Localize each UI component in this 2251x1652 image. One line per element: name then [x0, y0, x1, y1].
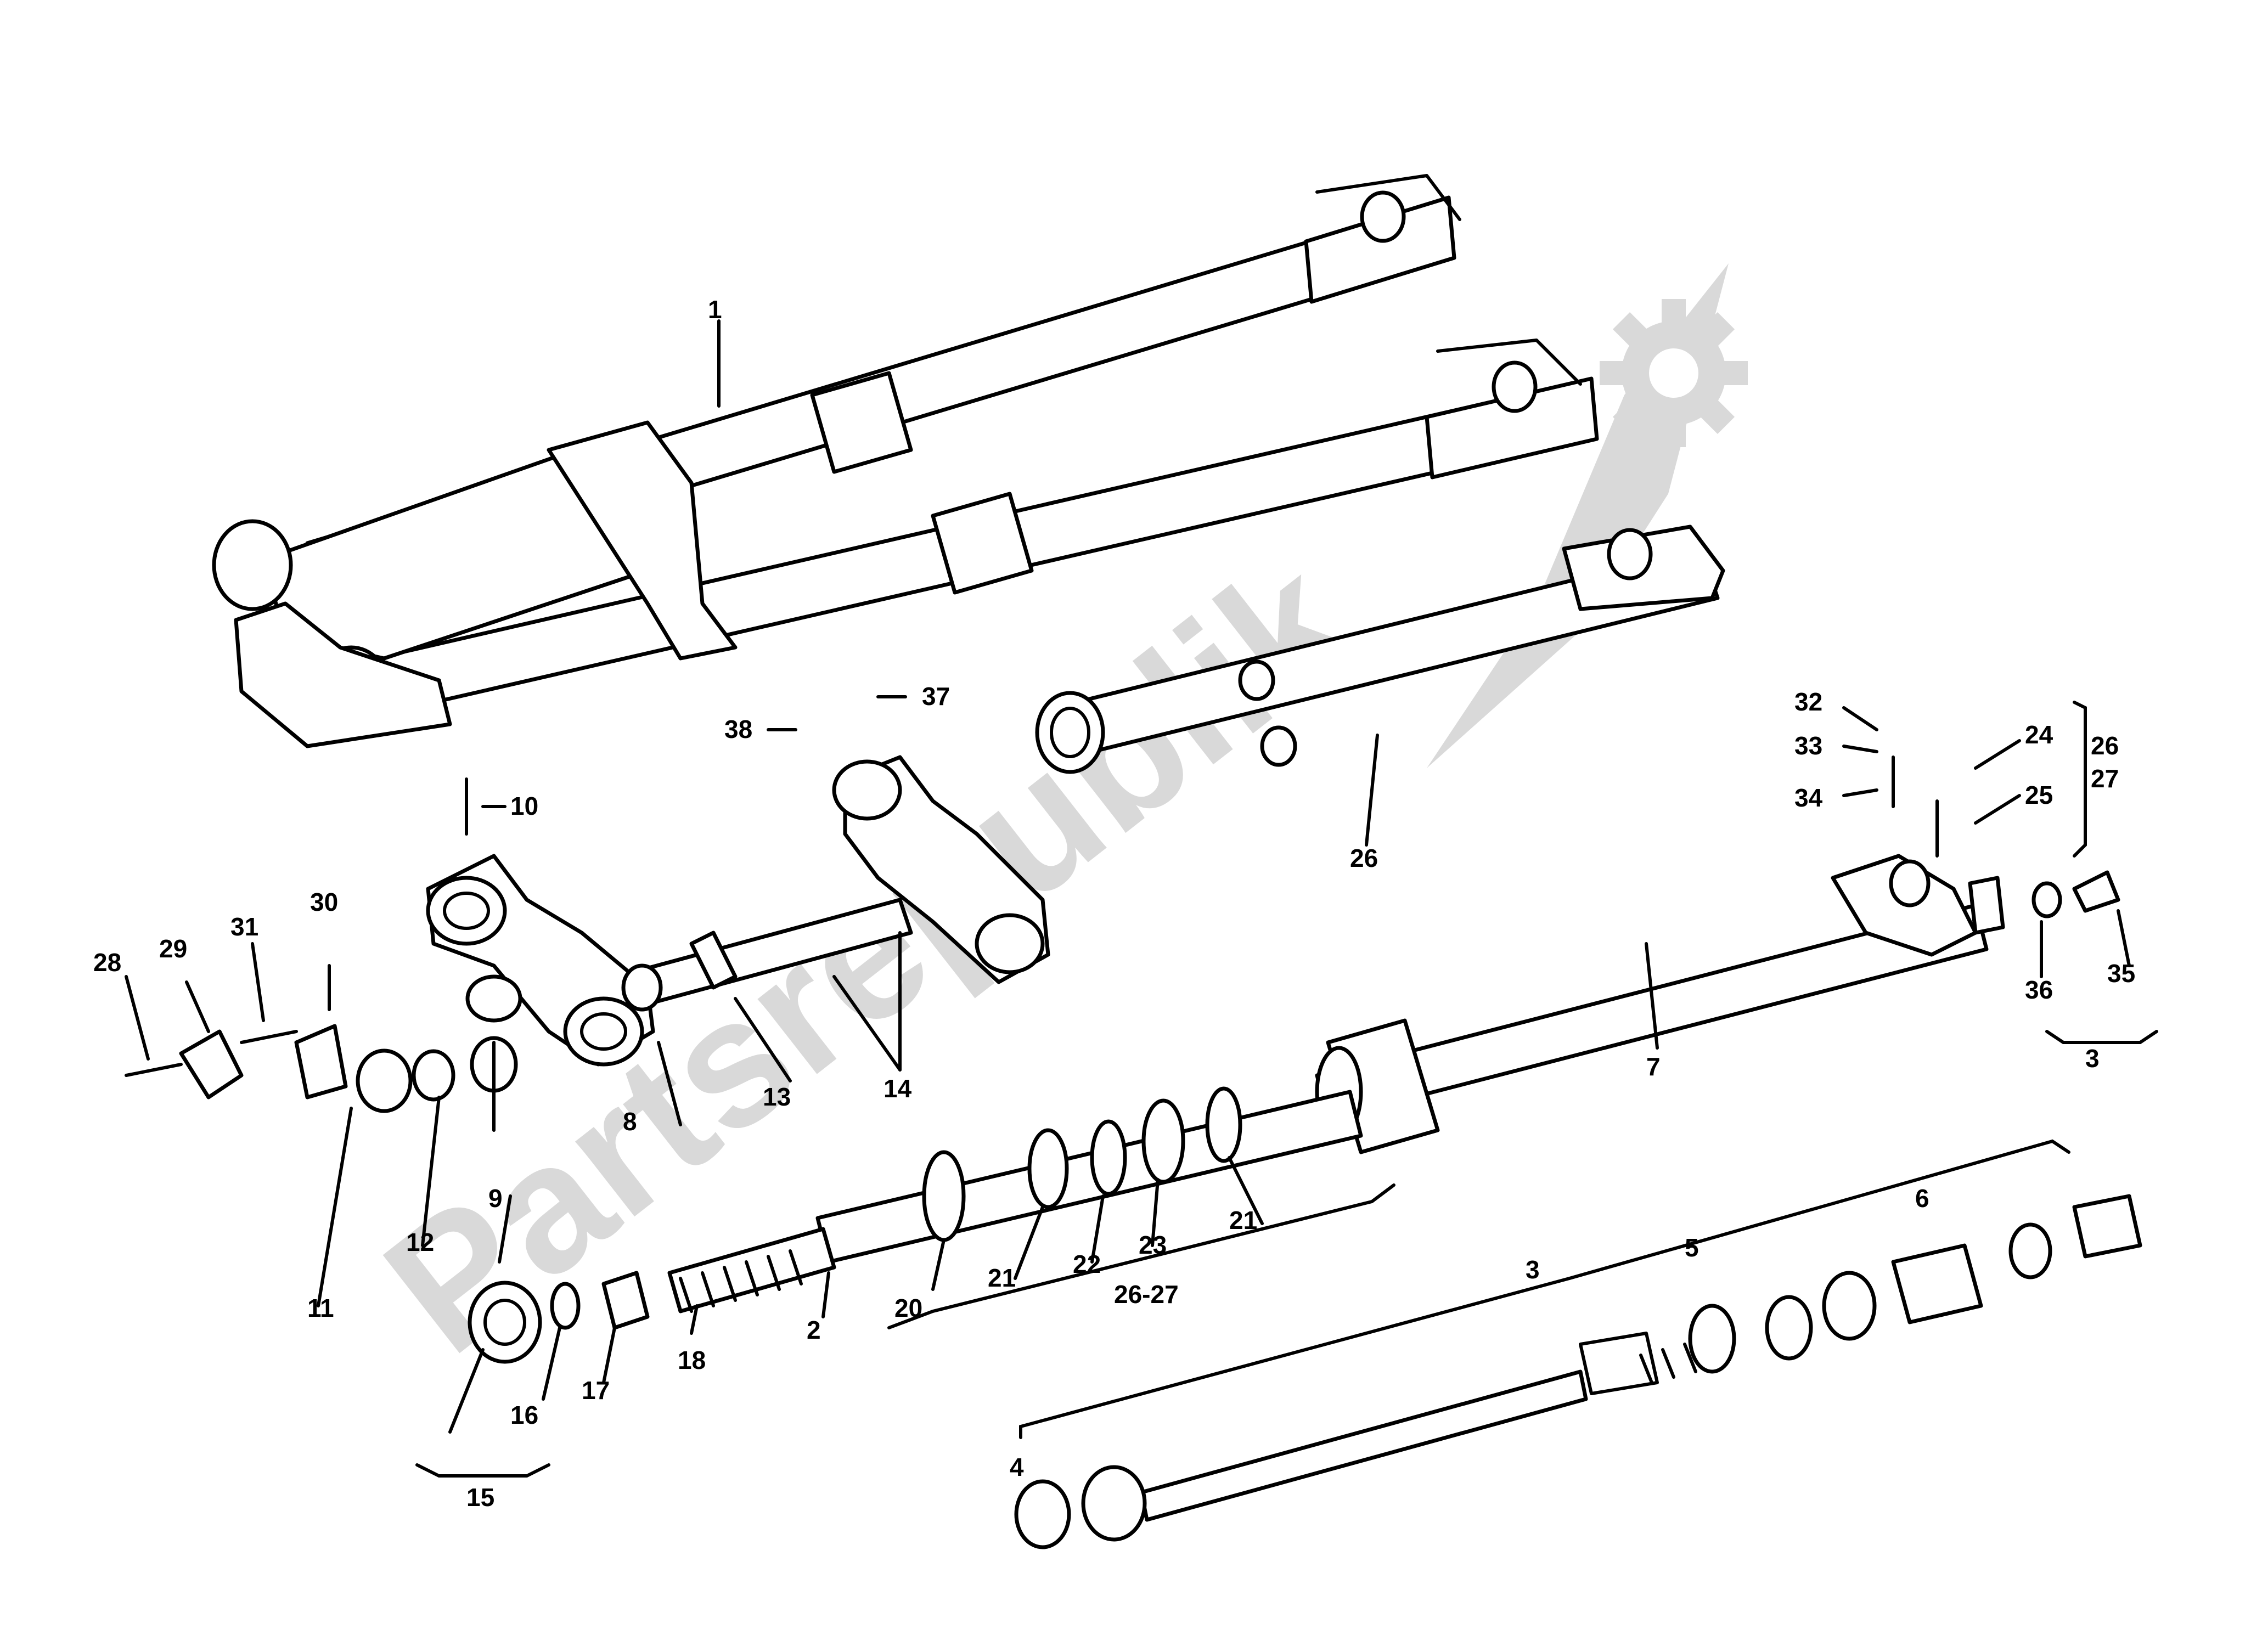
callout-30: 30 — [310, 888, 338, 916]
callout-26-27: 26-27 — [1114, 1280, 1179, 1309]
callout-16: 16 — [510, 1401, 538, 1429]
callout-29: 29 — [159, 934, 187, 963]
handlebar-clamp-drawing — [125, 777, 518, 1132]
callout-2: 2 — [807, 1316, 821, 1344]
callout-4: 4 — [1010, 1453, 1024, 1481]
upper-crown-drawing — [426, 854, 655, 1067]
callout-10: 10 — [510, 792, 538, 820]
callout-13: 13 — [763, 1082, 791, 1111]
callout-7: 7 — [1646, 1052, 1661, 1081]
callout-17: 17 — [582, 1376, 610, 1405]
callout-22: 22 — [1073, 1250, 1101, 1278]
callout-14: 14 — [883, 1074, 912, 1103]
damper-rod-drawing — [1014, 1194, 2142, 1549]
callout-20: 20 — [894, 1294, 922, 1322]
callout-21-left: 21 — [988, 1264, 1016, 1292]
callout-12: 12 — [406, 1228, 434, 1256]
callout-38: 38 — [724, 715, 752, 743]
fork-leg-drawing — [1315, 755, 2120, 1154]
leader-lines — [125, 319, 2158, 1478]
callout-36: 36 — [2025, 976, 2053, 1004]
callout-11: 11 — [307, 1294, 334, 1322]
callout-15: 15 — [466, 1483, 494, 1512]
callout-23: 23 — [1139, 1231, 1167, 1259]
callout-labels: 1 38 37 10 28 29 31 30 13 14 8 9 12 11 2… — [93, 295, 2135, 1512]
callout-8: 8 — [623, 1107, 637, 1136]
callout-35: 35 — [2107, 959, 2135, 988]
callout-32: 32 — [1794, 687, 1822, 716]
callout-9: 9 — [488, 1184, 503, 1213]
callout-26-top: 26 — [1350, 844, 1378, 872]
callout-28: 28 — [93, 948, 121, 977]
callout-26-right: 26 — [2091, 731, 2119, 760]
callout-24: 24 — [2025, 720, 2053, 749]
callout-34: 34 — [1794, 783, 1823, 812]
gear-icon — [1600, 299, 1748, 447]
fork-assembly-drawing — [212, 174, 1599, 748]
callout-21-right: 21 — [1229, 1206, 1257, 1234]
callout-37: 37 — [922, 682, 950, 711]
callout-18: 18 — [678, 1346, 706, 1374]
callout-5: 5 — [1685, 1233, 1699, 1262]
callout-3-middle: 3 — [1526, 1255, 1540, 1284]
callout-27: 27 — [2091, 764, 2119, 793]
lower-crown-drawing — [621, 755, 1050, 1012]
callout-6: 6 — [1915, 1184, 1929, 1213]
top-cap-drawing — [468, 1271, 650, 1364]
callout-25: 25 — [2025, 781, 2053, 809]
callout-3-right: 3 — [2085, 1044, 2100, 1073]
callout-1: 1 — [708, 295, 722, 324]
callout-33: 33 — [1794, 731, 1822, 760]
callout-31: 31 — [230, 912, 258, 941]
fork-tube-drawing — [667, 1086, 1363, 1313]
fork-slider-drawing — [1035, 525, 1725, 774]
